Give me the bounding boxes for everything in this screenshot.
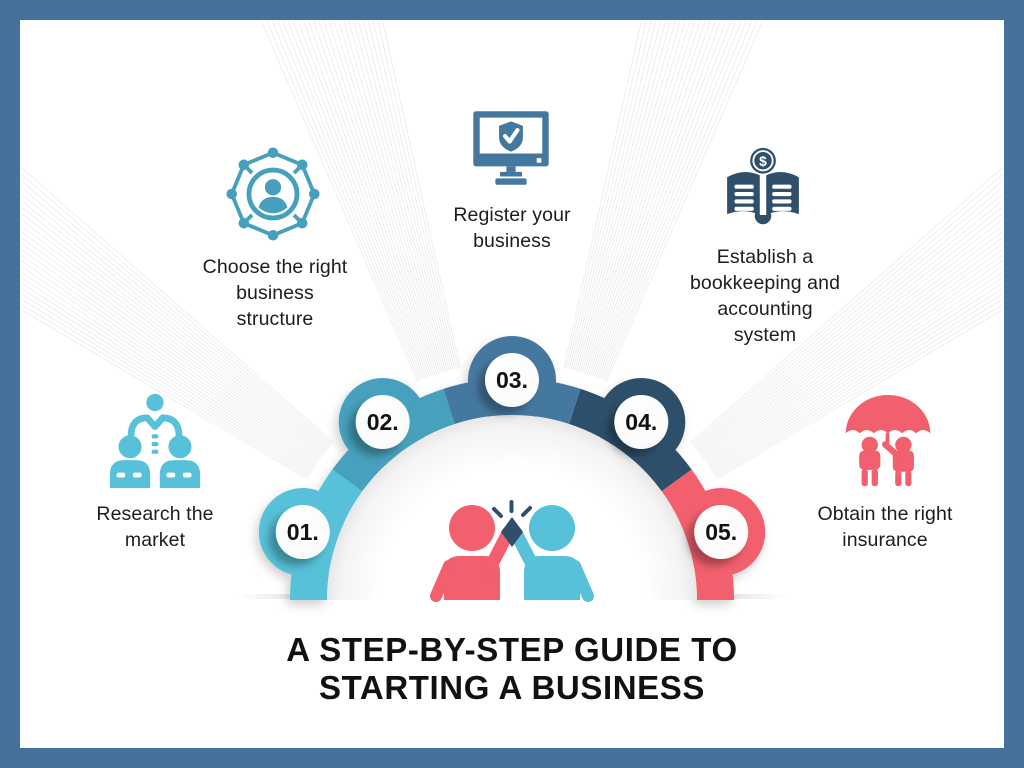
dollar-glyph: $ xyxy=(759,154,767,169)
ledger-dollar-book-icon: $ xyxy=(727,147,799,225)
umbrella-couple-icon xyxy=(845,394,931,487)
person-network-icon xyxy=(226,147,320,241)
team-research-icon xyxy=(109,393,201,488)
step-label-3: Register your business xyxy=(453,204,571,252)
step-label-1: Research the market xyxy=(96,503,214,551)
step-label-2: Choose the right business structure xyxy=(202,256,348,330)
page-title: A STEP-BY-STEP GUIDE TO STARTING A BUSIN… xyxy=(286,631,738,706)
monitor-shield-check-icon xyxy=(473,111,549,185)
step-label-5: Obtain the right insurance xyxy=(817,503,953,551)
step-label-4: Establish a bookkeeping and accounting s… xyxy=(689,246,841,346)
